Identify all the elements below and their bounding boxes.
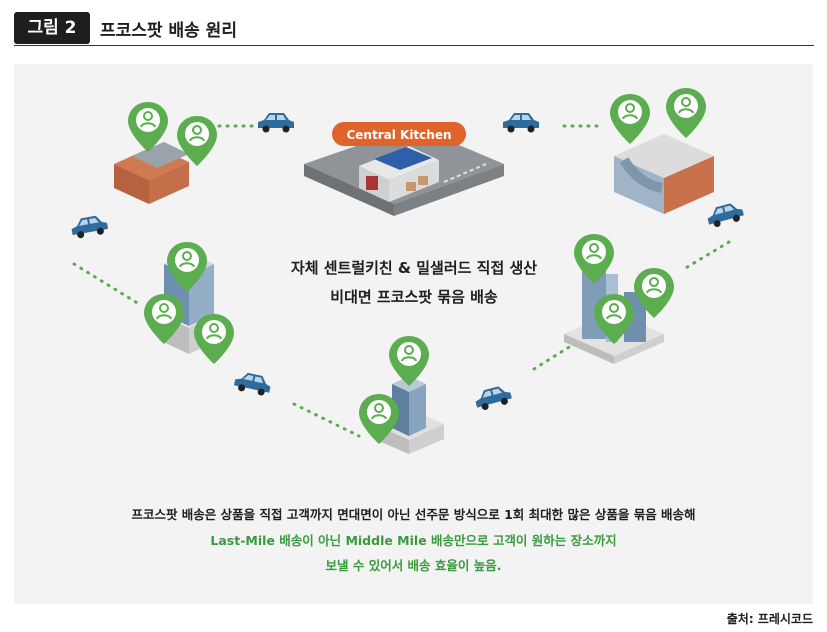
kitchen-sign-label: Central Kitchen [346, 128, 451, 142]
description-line3: 보낼 수 있어서 배송 효율이 높음. [325, 558, 502, 573]
description-line2: Last-Mile 배송이 아닌 Middle Mile 배송만으로 고객이 원… [210, 533, 617, 548]
customer-location-pin-icon [388, 335, 430, 387]
center-caption-line2: 비대면 프코스팟 묶음 배송 [330, 288, 498, 306]
office-building-top-right [614, 134, 714, 214]
figure-header: 그림 2 프코스팟 배송 원리 [14, 12, 814, 46]
delivery-car-icon [70, 214, 109, 240]
customer-location-pin-icon [193, 313, 235, 365]
delivery-car-icon [258, 113, 294, 133]
central-kitchen-sign: Central Kitchen [332, 122, 466, 146]
office-building-top-left [114, 142, 189, 204]
diagram-panel: Central Kitchen [14, 64, 813, 604]
figure-badge: 그림 2 [14, 12, 90, 44]
delivery-car-icon [705, 200, 746, 229]
customer-location-pin-icon [176, 115, 218, 167]
customer-location-pin-icon [609, 93, 651, 145]
figure-title: 프코스팟 배송 원리 [100, 21, 237, 41]
delivery-car-icon [233, 370, 273, 398]
delivery-diagram: Central Kitchen [70, 87, 746, 454]
description-line1: 프코스팟 배송은 상품을 직접 고객까지 면대면이 아닌 선주문 방식으로 1회… [131, 507, 696, 522]
customer-location-pin-icon [665, 87, 707, 139]
center-caption-line1: 자체 센트럴키친 & 밀샐러드 직접 생산 [290, 259, 538, 277]
source-credit: 출처: 프레시코드 [726, 612, 813, 626]
delivery-car-icon [473, 383, 514, 412]
route-dots [72, 124, 731, 438]
header-rule [14, 45, 814, 46]
delivery-car-icon [503, 113, 539, 133]
